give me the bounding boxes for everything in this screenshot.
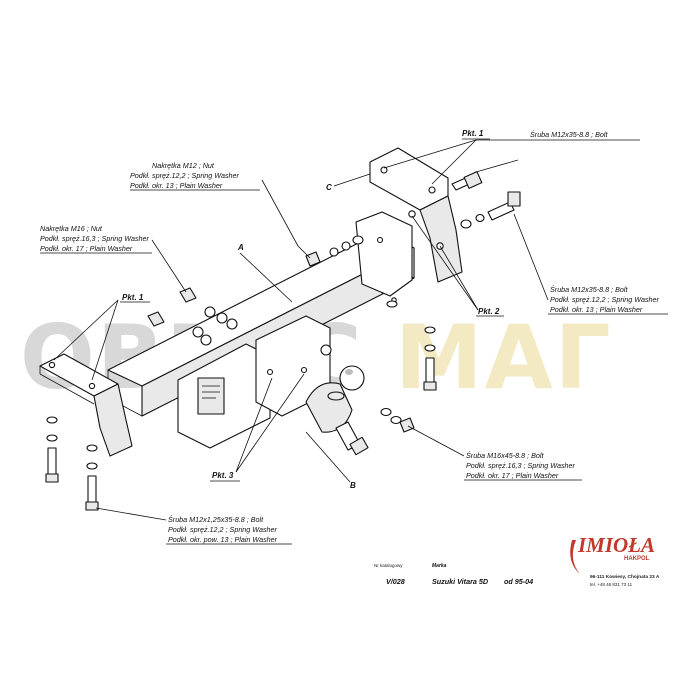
leader-lines (53, 139, 549, 521)
svg-text:Podkł. spręż.16,3 ; Spring Was: Podkł. spręż.16,3 ; Spring Washer (40, 234, 150, 243)
brand-logo: IMIOŁA HAKPOL 96-111 Kowiesy, Chojnata 2… (570, 533, 660, 587)
title-block: Nr katalogowy Marka V/028 Suzuki Vitara … (374, 563, 533, 586)
callout-pkt3: Pkt. 3 (212, 471, 234, 480)
callout-pkt1-left: Pkt. 1 (122, 293, 144, 302)
svg-text:Nakrętka M12 ; Nut: Nakrętka M12 ; Nut (152, 161, 215, 170)
svg-text:Podkł. spręż.12,2 ; Spring Was: Podkł. spręż.12,2 ; Spring Washer (550, 295, 660, 304)
right-bracket-arm (419, 195, 463, 283)
label-bolt-m16: Śruba M16x45-8.8 ; Bolt Podkł. spręż.16,… (464, 451, 582, 481)
right-side-plate (355, 211, 413, 297)
model-name: Suzuki Vitara 5D (432, 577, 488, 586)
fasteners (45, 171, 521, 511)
svg-text:Podkł. spręż.12,2 ; Spring Was: Podkł. spręż.12,2 ; Spring Washer (130, 171, 240, 180)
right-bracket-plate (369, 147, 449, 211)
svg-text:Podkł. spręż.12,2 ; Spring Was: Podkł. spręż.12,2 ; Spring Washer (168, 525, 278, 534)
brand-address: 96-111 Kowiesy, Chojnata 23 A (590, 574, 660, 580)
catalog-header: Nr katalogowy (374, 563, 403, 568)
svg-text:Podkł. okr. 17 ; Plain Washer: Podkł. okr. 17 ; Plain Washer (40, 244, 133, 253)
tow-ball (339, 365, 365, 391)
callout-a: A (237, 243, 244, 252)
svg-text:Podkł. spręż.16,3 ; Spring Was: Podkł. spręż.16,3 ; Spring Washer (466, 461, 576, 470)
label-nut-m12: Nakrętka M12 ; Nut Podkł. spręż.12,2 ; S… (130, 161, 260, 191)
logo-swoosh-icon (570, 540, 580, 574)
catalog-number: V/028 (386, 577, 405, 586)
make-header: Marka (432, 563, 447, 569)
callout-c: C (326, 183, 332, 192)
svg-text:Podkł. okr. 13 ; Plain Washer: Podkł. okr. 13 ; Plain Washer (550, 305, 643, 314)
plate-sticker (197, 377, 225, 415)
svg-text:Śruba M12x35-8.8 ; Bolt: Śruba M12x35-8.8 ; Bolt (550, 285, 629, 294)
svg-text:Nakrętka M16 ; Nut: Nakrętka M16 ; Nut (40, 224, 103, 233)
callout-pkt1-top: Pkt. 1 (462, 129, 484, 138)
svg-text:Śruba M12x1,25x35-8.8 ; Bolt: Śruba M12x1,25x35-8.8 ; Bolt (168, 515, 264, 524)
callouts: Pkt. 1 Pkt. 1 Pkt. 2 Pkt. 3 A B C (120, 129, 504, 490)
svg-text:Śruba M12x35-8.8 ; Bolt: Śruba M12x35-8.8 ; Bolt (530, 130, 609, 139)
chain-eye (320, 344, 332, 356)
left-bracket (39, 353, 133, 457)
part-labels: Nakrętka M12 ; Nut Podkł. spręż.12,2 ; S… (40, 130, 668, 545)
brand-name: IMIOŁA (577, 533, 655, 557)
brand-phone: tel. +48 46 831 73 11 (590, 582, 633, 587)
label-nut-m16: Nakrętka M16 ; Nut Podkł. spręż.16,3 ; S… (40, 224, 152, 254)
right-bracket (355, 147, 463, 297)
callout-b: B (350, 481, 356, 490)
svg-text:Podkł. okr. 17 ; Plain Washer: Podkł. okr. 17 ; Plain Washer (466, 471, 559, 480)
svg-text:Podkł. okr. 13 ; Plain Washer: Podkł. okr. 13 ; Plain Washer (130, 181, 223, 190)
model-years: od 95-04 (504, 577, 533, 586)
brand-sub: HAKPOL (624, 556, 650, 562)
svg-text:Podkł. okr. pow. 13 ; Plain Wa: Podkł. okr. pow. 13 ; Plain Washer (168, 535, 278, 544)
label-bolt-m12-fine: Śruba M12x1,25x35-8.8 ; Bolt Podkł. sprę… (166, 515, 292, 545)
callout-pkt2: Pkt. 2 (478, 307, 500, 316)
ball-mount (177, 315, 365, 449)
left-bracket-arm (93, 383, 133, 457)
label-bolt-m12-right: Śruba M12x35-8.8 ; Bolt Podkł. spręż.12,… (548, 285, 668, 315)
label-bolt-m12-top: Śruba M12x35-8.8 ; Bolt (518, 130, 640, 141)
svg-text:Śruba M16x45-8.8 ; Bolt: Śruba M16x45-8.8 ; Bolt (466, 451, 545, 460)
